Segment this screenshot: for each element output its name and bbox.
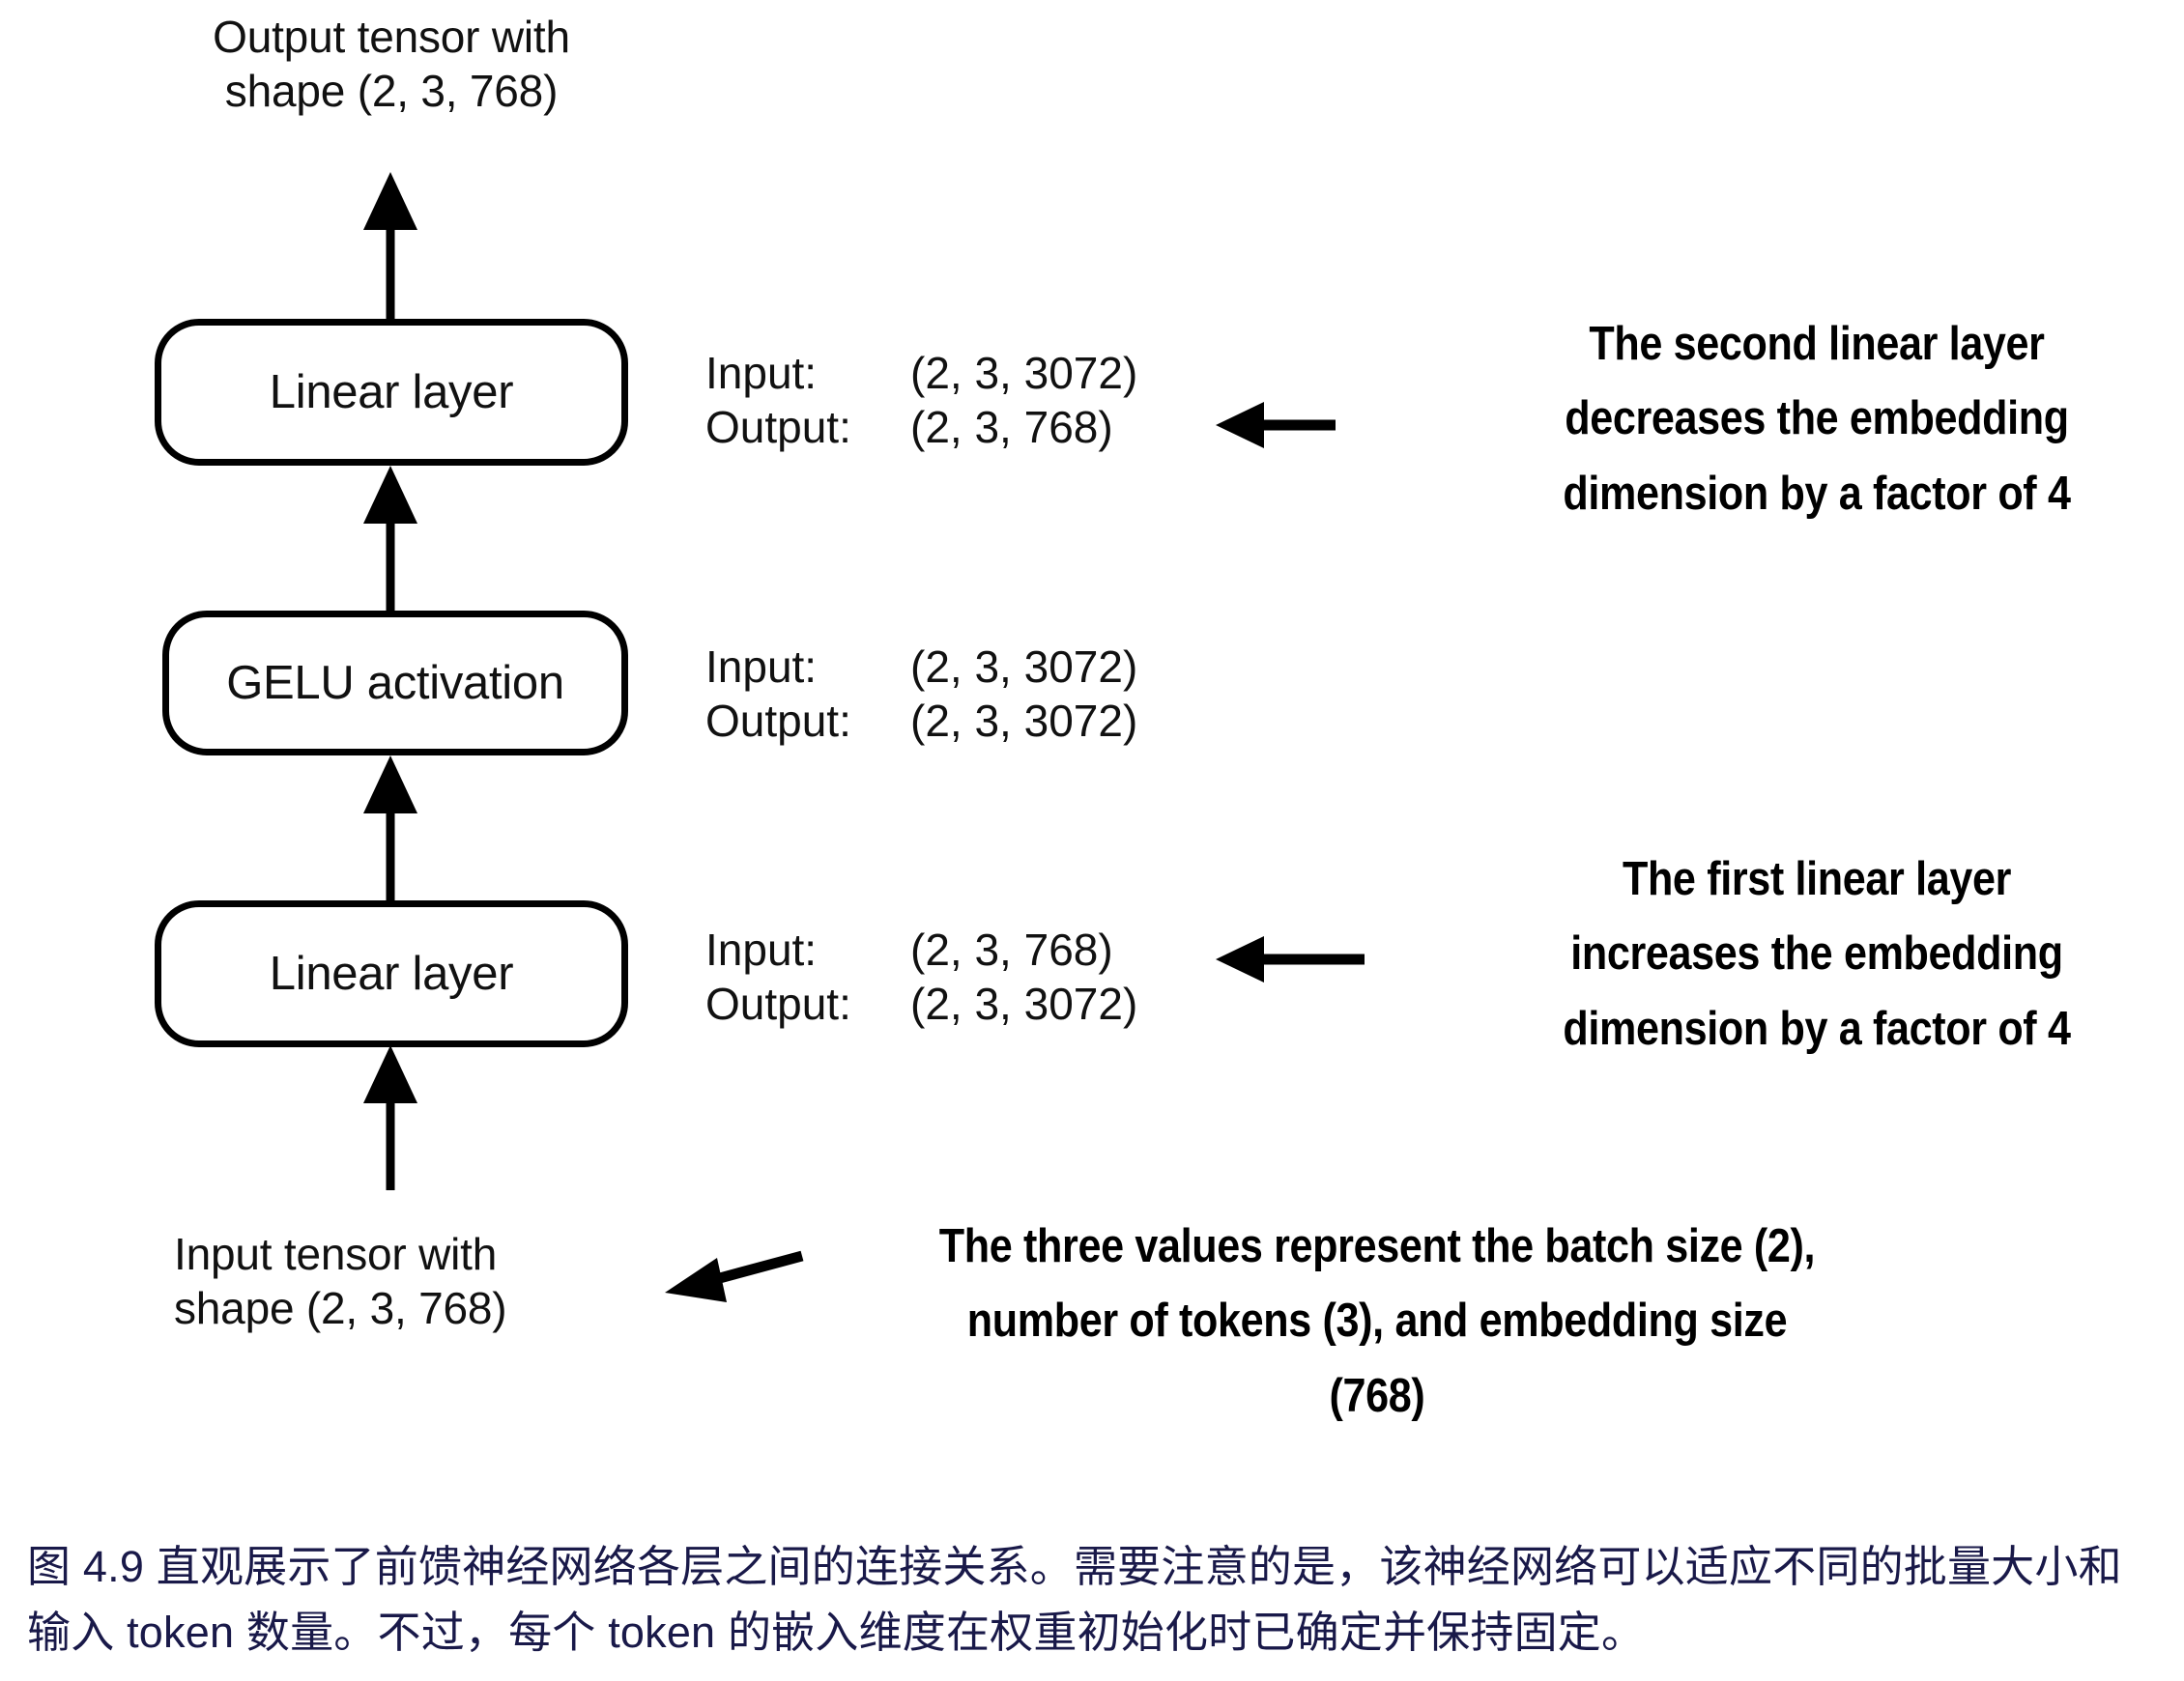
io-input-key: Input: [705,348,818,398]
callout-three-values: The three values represent the batch siz… [938,1220,1816,1422]
io-input-value: (2, 3, 3072) [910,641,1138,692]
io-input-key: Input: [705,641,818,692]
node-label: Linear layer [269,948,514,1000]
io-row-input: Input: (2, 3, 3072) [705,640,1137,694]
io-spec-linear-layer-first: Input: (2, 3, 768) Output: (2, 3, 3072) [705,923,1137,1031]
io-row-output: Output: (2, 3, 3072) [705,977,1137,1031]
caption-line-1: 图 4.9 直观展示了前馈神经网络各层之间的连接关系。需要注意的是，该神经网络可… [27,1542,2122,1591]
io-output-value: (2, 3, 3072) [910,696,1138,747]
io-input-value: (2, 3, 768) [910,925,1113,975]
arrow-callout-first-linear [1216,936,1365,983]
arrow-linear1-to-gelu [363,755,417,900]
node-gelu-activation[interactable]: GELU activation [162,611,628,755]
node-label: GELU activation [226,657,564,709]
io-output-value: (2, 3, 768) [910,402,1113,453]
io-output-key: Output: [705,402,851,453]
output-tensor-label: Output tensor with shape (2, 3, 768) [213,12,570,117]
io-row-input: Input: (2, 3, 3072) [705,346,1137,400]
callout-second-linear-layer: The second linear layer decreases the em… [1563,318,2071,520]
node-label: Linear layer [269,366,514,418]
io-output-key: Output: [705,696,851,747]
io-spec-gelu-activation: Input: (2, 3, 3072) Output: (2, 3, 3072) [705,640,1137,748]
feedforward-network-diagram: Output tensor with shape (2, 3, 768) Lin… [155,12,2071,1422]
node-linear-layer-first[interactable]: Linear layer [155,900,628,1047]
io-output-value: (2, 3, 3072) [910,979,1138,1030]
arrow-input-to-linear1 [363,1045,417,1190]
caption-line-2: 输入 token 数量。不过，每个 token 的嵌入维度在权重初始化时已确定并… [27,1608,1646,1658]
arrow-gelu-to-linear2 [363,466,417,611]
arrow-up-to-output [363,172,417,319]
io-output-key: Output: [705,979,851,1030]
io-input-key: Input: [705,925,818,975]
io-row-output: Output: (2, 3, 768) [705,400,1137,454]
io-row-input: Input: (2, 3, 768) [705,923,1137,977]
callout-first-linear-layer: The first linear layer increases the emb… [1563,853,2071,1055]
arrow-callout-second-linear [1216,402,1336,448]
io-spec-linear-layer-second: Input: (2, 3, 3072) Output: (2, 3, 768) [705,346,1137,454]
input-tensor-label: Input tensor with shape (2, 3, 768) [174,1229,507,1334]
io-input-value: (2, 3, 3072) [910,348,1138,398]
figure-caption: 图 4.9 直观展示了前馈神经网络各层之间的连接关系。需要注意的是，该神经网络可… [27,1534,2163,1667]
io-row-output: Output: (2, 3, 3072) [705,694,1137,748]
node-linear-layer-second[interactable]: Linear layer [155,319,628,466]
